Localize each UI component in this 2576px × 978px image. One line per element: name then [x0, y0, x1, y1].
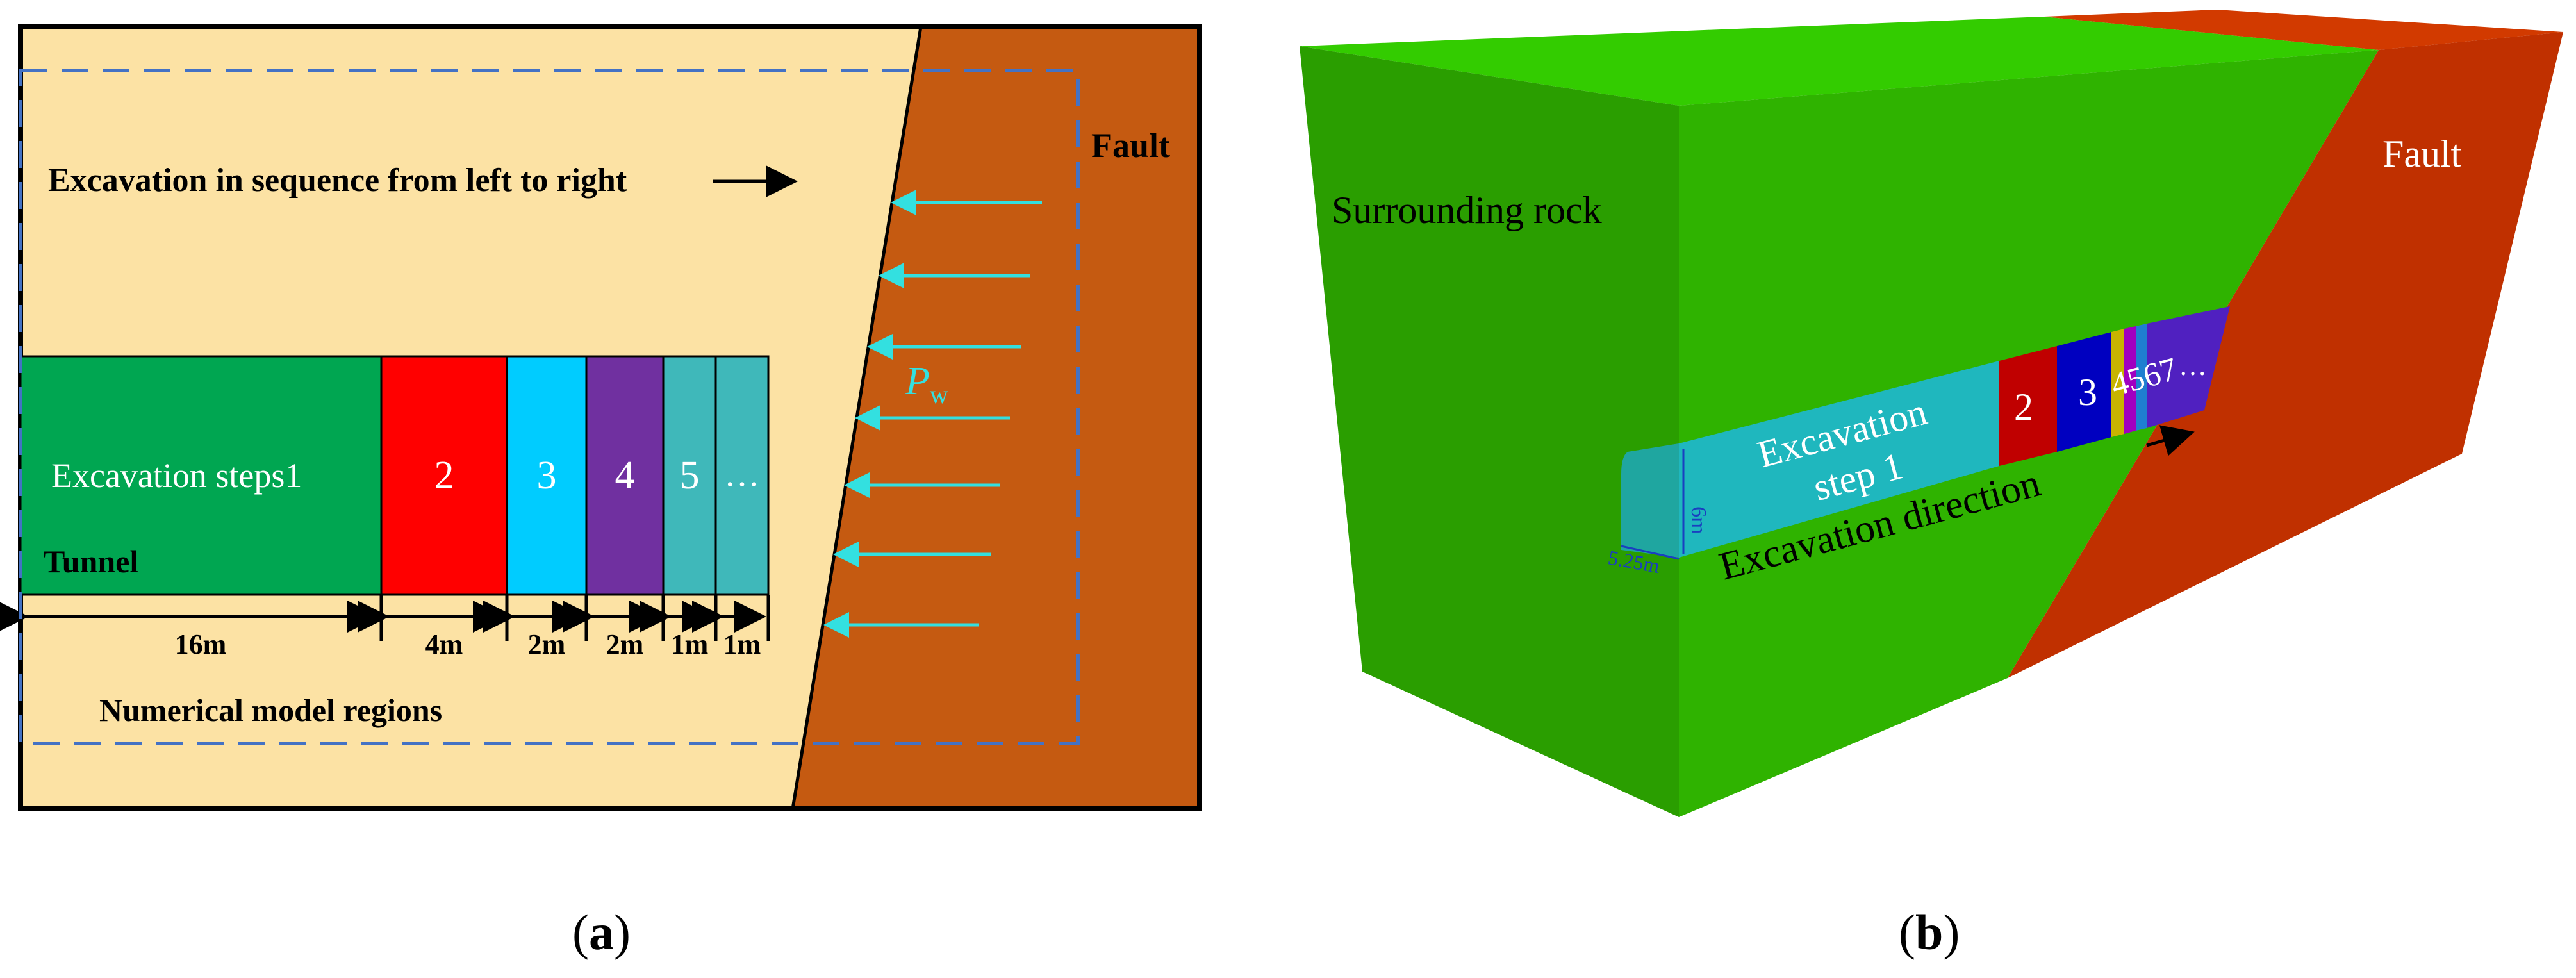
tunnel-portal [1621, 443, 1679, 558]
step-7-block [2147, 306, 2230, 428]
water-pressure-arrows [823, 190, 1042, 638]
segment-6-label: … [724, 454, 760, 494]
dim-length-3: 2m [528, 629, 566, 660]
dim-length-2: 4m [425, 629, 463, 660]
tunnel-label: Tunnel [44, 543, 138, 579]
step-2-label: 2 [2014, 386, 2033, 428]
direction-arrow [2146, 425, 2195, 456]
panel-a: Excavation steps1 2 3 4 5 … Tunnel 16m 4… [0, 24, 1202, 811]
caption-b: (b) [1899, 904, 1960, 960]
numerical-model-region [19, 69, 1080, 745]
segment-5-label: 5 [680, 454, 700, 497]
fault-label-b: Fault [2382, 133, 2462, 175]
height-dim-label: 6m [1687, 506, 1710, 534]
pressure-label: Pw [905, 360, 948, 409]
segment-2 [380, 355, 508, 596]
segment-2-label: 2 [434, 454, 454, 497]
rock-top-face [1300, 17, 2379, 106]
step-3-block [2057, 332, 2111, 452]
step-5-block [2124, 326, 2136, 434]
dim-length-4: 2m [606, 629, 644, 660]
surrounding-rock-label: Surrounding rock [1332, 189, 1602, 231]
fault-label-a: Fault [1091, 126, 1170, 165]
segment-6 [714, 355, 770, 596]
segment-1 [19, 355, 383, 596]
panel-b: Excavation step 1 2 3 4567 … 6m 5.25m Ex… [1300, 10, 2563, 817]
fault-top-face [2044, 10, 2563, 50]
segment-3 [506, 355, 588, 596]
step-1-block [1679, 361, 1999, 558]
step-4-block [2111, 329, 2124, 437]
segment-3-label: 3 [537, 454, 557, 497]
segment-1-label: Excavation steps1 [51, 456, 302, 495]
segment-4 [585, 355, 665, 596]
dim-length-6: 1m [723, 629, 761, 660]
step-6-block [2136, 324, 2147, 431]
sequence-label: Excavation in sequence from left to righ… [48, 162, 627, 199]
segment-5 [662, 355, 717, 596]
segment-4-label: 4 [615, 454, 635, 497]
region-label: Numerical model regions [99, 692, 442, 728]
fault-front-face [2008, 32, 2563, 678]
step-3-label: 3 [2078, 371, 2097, 413]
caption-a: (a) [572, 904, 631, 960]
step-2-block [1999, 346, 2057, 466]
dim-length-1: 16m [175, 629, 227, 660]
steps-dots: … [2179, 350, 2207, 381]
dim-length-5: 1m [671, 629, 709, 660]
rock-left-face [1300, 46, 1679, 817]
width-dim-line [1621, 545, 1680, 560]
